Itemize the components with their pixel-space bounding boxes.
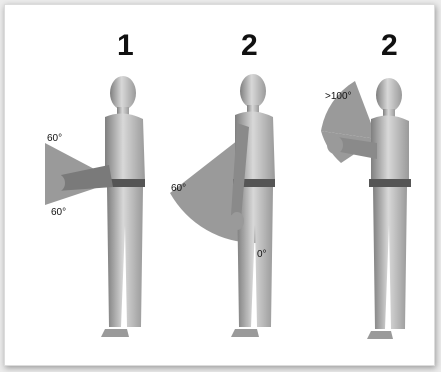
panel-2-angle-left-label: 60° [171,183,186,194]
panel-2: 2 60° 0° [170,29,275,337]
panel-2-number: 2 [241,29,258,62]
panel-2-figure [230,74,275,337]
panel-1: 1 60° 60° [45,29,145,337]
posture-diagram: 1 60° 60° 2 [5,5,436,367]
panel-3-angle-top-label: >100° [325,91,352,102]
panel-3: 2 >100° [321,29,411,339]
figure-frame: 1 60° 60° 2 [4,4,435,366]
panel-1-angle-top-label: 60° [47,133,62,144]
panel-1-angle-bottom-label: 60° [51,207,66,218]
panel-3-number: 2 [381,29,398,62]
panel-3-angle-sector [321,81,377,139]
panel-2-angle-bottom-label: 0° [257,249,267,260]
panel-1-number: 1 [117,29,134,62]
